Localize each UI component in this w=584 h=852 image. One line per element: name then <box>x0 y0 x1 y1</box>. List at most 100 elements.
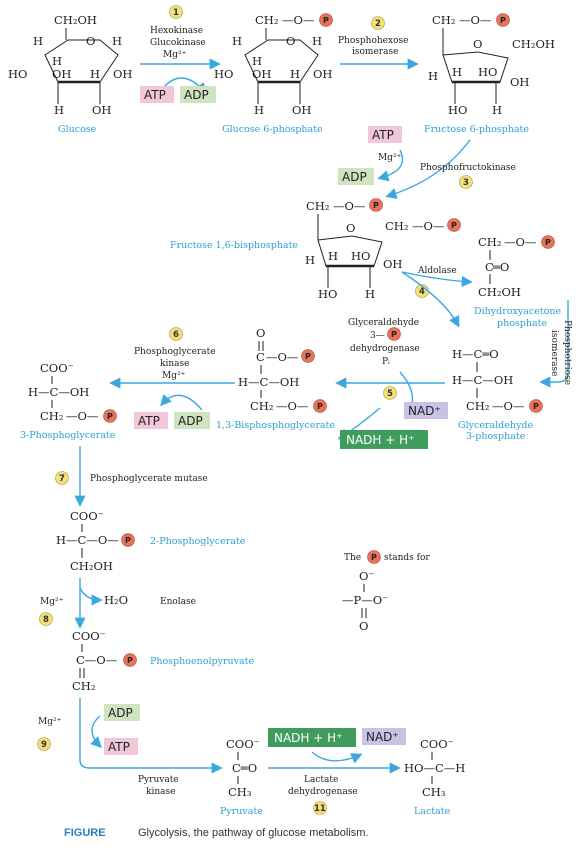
h-label: H <box>428 69 438 83</box>
13-bisphosphoglycerate-structure: O C —O— P H—C—OH CH₂ —O— P 1,3-Bisphosph… <box>216 326 335 431</box>
nadh-label: NADH + H⁺ <box>274 731 343 745</box>
adp-box <box>174 412 210 429</box>
ring-o-label: O <box>86 34 95 48</box>
nad-box <box>362 728 406 745</box>
step-number: 4 <box>419 287 425 297</box>
fructose-16-bisphosphate-structure: CH₂ —O— P O CH₂ —O— P H H HO OH HO H Fru… <box>170 198 461 301</box>
phosphoenolpyruvate-label: Phosphoenolpyruvate <box>150 656 254 667</box>
hcoh-label: H—C—OH <box>28 385 89 399</box>
ch2oh-label: CH₂OH <box>512 37 555 51</box>
step-4-aldolase: Aldolase 4 <box>401 266 473 328</box>
atp-box <box>140 86 174 103</box>
ch2-label: CH₂ <box>432 13 455 27</box>
h-label: H <box>492 103 502 117</box>
mg-label: Mg²⁺ <box>40 597 64 607</box>
ch2-label: CH₂ <box>306 199 329 213</box>
oh-label: OH <box>510 75 529 89</box>
step-9-pyruvate-kinase: ADP Mg²⁺ 9 ATP Pyruvate kinase <box>37 698 223 797</box>
ch2-label: CH₂ <box>72 679 95 693</box>
oh-label: OH <box>292 103 311 117</box>
glucose-structure: CH₂OH H O H H OH H OH HO H OH Glucose <box>8 13 132 135</box>
step-11-lactate-dehydrogenase: NADH + H⁺ NAD⁺ Lactate dehydrogenase 11 <box>268 728 406 815</box>
phosphate-structure-label: —P—O⁻ <box>342 593 388 607</box>
h-label: H <box>52 54 62 68</box>
phosphate-p: P <box>500 16 506 25</box>
link-label: —O— <box>276 399 308 413</box>
step-1-hexokinase: 1 Hexokinase Glucokinase Mg²⁺ ATP ADP <box>140 5 221 103</box>
c-label: C <box>256 350 265 364</box>
enzyme-label: isomerase <box>549 330 559 376</box>
step-number: 2 <box>375 19 381 29</box>
enzyme-label: Phosphoglycerate mutase <box>90 474 208 484</box>
c-o-label: C—O— <box>76 653 117 667</box>
3-phosphoglycerate-structure: COO⁻ H—C—OH CH₂ —O— P 3-Phosphoglycerate <box>20 361 117 441</box>
oh-label: OH <box>92 103 111 117</box>
step-3-phosphofructokinase: ATP Mg²⁺ ADP Phosphofructokinase 3 <box>338 126 516 199</box>
enzyme-label: Hexokinase <box>150 26 203 36</box>
phosphate-p: P <box>125 536 131 545</box>
water-label: H₂O <box>104 593 128 607</box>
caption-text: Glycolysis, the pathway of glucose metab… <box>138 827 369 839</box>
h-label: H <box>328 249 338 263</box>
enzyme-label: kinase <box>146 787 175 797</box>
enzyme-label: Phosphotriose <box>562 320 572 385</box>
adp-box <box>338 168 374 185</box>
link-label: —O— <box>492 399 524 413</box>
enzyme-label: Glucokinase <box>150 38 206 48</box>
nad-label: NAD⁺ <box>366 730 399 744</box>
step-number: 3 <box>463 178 469 188</box>
link-label: —O— <box>66 409 98 423</box>
ring-o-label: O <box>473 37 482 51</box>
step-7-phosphoglycerate-mutase: 7 Phosphoglycerate mutase <box>55 446 208 507</box>
link-label: —O— <box>282 13 314 27</box>
mg-label: Mg²⁺ <box>162 371 186 381</box>
nadh-box <box>340 430 428 449</box>
triose-phosphate-isomerase: Phosphotriose isomerase <box>539 300 572 388</box>
carboxylate-label: COO⁻ <box>40 361 74 375</box>
ch3-label: CH₃ <box>228 785 252 799</box>
ch2oh-label: CH₂OH <box>70 559 113 573</box>
h-label: H <box>54 103 64 117</box>
phosphate-p: P <box>533 402 539 411</box>
carboxylate-label: COO⁻ <box>226 737 260 751</box>
nad-label: NAD⁺ <box>408 404 441 418</box>
mg-label: Mg²⁺ <box>38 717 62 727</box>
phosphate-p: P <box>107 412 113 421</box>
ch2-label: CH₂ <box>385 219 408 233</box>
atp-box <box>104 738 138 755</box>
h-label: H <box>232 34 242 48</box>
lactate-label: Lactate <box>414 806 451 817</box>
ho-label: HO <box>478 65 497 79</box>
link-label: —O— <box>459 13 491 27</box>
pyruvate-structure: COO⁻ C═O CH₃ Pyruvate <box>220 737 263 817</box>
glucose-6-phosphate-structure: CH₂ —O— P H O H H OH H OH HO H OH Glucos… <box>214 13 333 135</box>
adp-label: ADP <box>184 88 209 102</box>
enzyme-label: Enolase <box>160 597 196 607</box>
fructose-6-phosphate-structure: CH₂ —O— P O CH₂OH H H HO OH HO H Fructos… <box>424 13 555 135</box>
enzyme-label: Phosphoglycerate <box>134 347 216 357</box>
atp-label: ATP <box>372 128 394 142</box>
carboxylate-label: COO⁻ <box>72 629 106 643</box>
fructose-6-phosphate-label: Fructose 6-phosphate <box>424 124 529 135</box>
ch3-label: CH₃ <box>422 785 446 799</box>
step-8-enolase: Mg²⁺ 8 H₂O Enolase <box>39 578 196 629</box>
ho-label: HO <box>214 67 233 81</box>
h-label: H <box>254 103 264 117</box>
h-label: H <box>252 54 262 68</box>
legend-text: The <box>344 553 361 563</box>
lactate-structure: COO⁻ HO—C—H CH₃ Lactate <box>404 737 465 817</box>
step-number: 7 <box>59 474 65 484</box>
ch2-label: CH₂ <box>250 399 273 413</box>
atp-label: ATP <box>138 414 160 428</box>
h-label: H <box>90 67 100 81</box>
glucose-6-phosphate-label: Glucose 6-phosphate <box>222 124 323 135</box>
ho-label: HO <box>448 103 467 117</box>
carboxylate-label: COO⁻ <box>420 737 454 751</box>
caption-label: FIGURE <box>64 827 106 839</box>
carbonyl-label: ═O <box>492 260 509 274</box>
enzyme-label: Lactate <box>304 775 338 785</box>
nad-box <box>404 402 448 419</box>
o-label: O <box>359 619 368 633</box>
